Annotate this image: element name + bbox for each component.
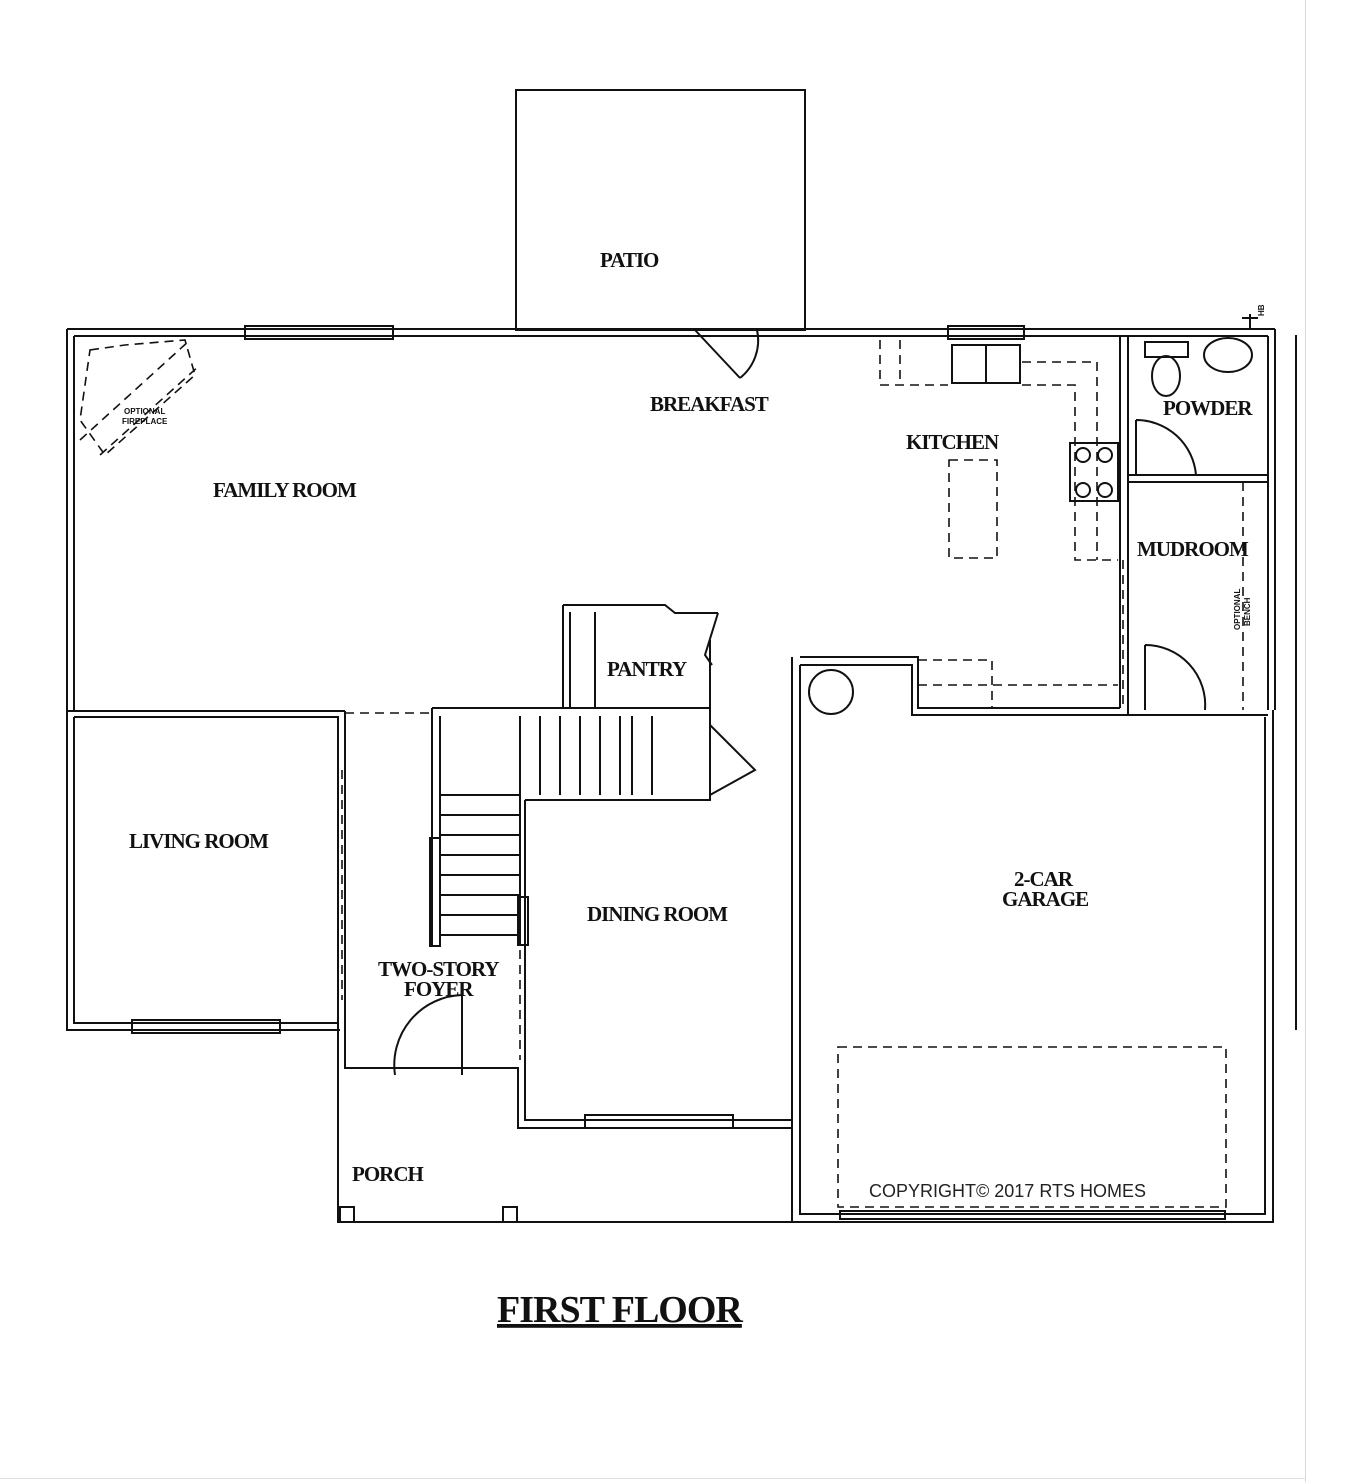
- note-bench-2: BENCH: [1243, 597, 1252, 626]
- label-garage-2: GARAGE: [1002, 887, 1088, 911]
- note-hose-bib: HB: [1257, 304, 1266, 316]
- label-porch: PORCH: [352, 1162, 423, 1186]
- note-fireplace-2: FIREPLACE: [122, 417, 168, 426]
- fixtures: [339, 314, 1297, 1223]
- label-foyer-1: TWO-STORY: [378, 957, 499, 981]
- page-border-bottom: [0, 1478, 1306, 1479]
- label-kitchen: KITCHEN: [906, 430, 999, 454]
- label-powder: POWDER: [1163, 396, 1253, 420]
- page-border: [1305, 0, 1306, 1482]
- note-bench-1: OPTIONAL: [1233, 589, 1242, 630]
- copyright: COPYRIGHT© 2017 RTS HOMES: [869, 1181, 1146, 1201]
- label-patio: PATIO: [600, 248, 659, 272]
- doors: [393, 329, 1207, 1076]
- label-family-room: FAMILY ROOM: [213, 478, 357, 502]
- note-fireplace-1: OPTIONAL: [124, 407, 165, 416]
- label-living-room: LIVING ROOM: [129, 829, 269, 853]
- dashed-elements: [79, 339, 1244, 1208]
- stairs: [429, 716, 653, 947]
- plan-title: FIRST FLOOR: [497, 1289, 743, 1331]
- windows: [131, 325, 1226, 1220]
- label-breakfast: BREAKFAST: [650, 392, 769, 416]
- exterior-walls: [66, 328, 1276, 1223]
- label-mudroom: MUDROOM: [1137, 537, 1249, 561]
- label-foyer-2: FOYER: [404, 977, 474, 1001]
- label-pantry: PANTRY: [607, 657, 687, 681]
- patio-outline: [515, 89, 806, 331]
- label-garage-1: 2-CAR: [1014, 867, 1074, 891]
- label-dining-room: DINING ROOM: [587, 902, 728, 926]
